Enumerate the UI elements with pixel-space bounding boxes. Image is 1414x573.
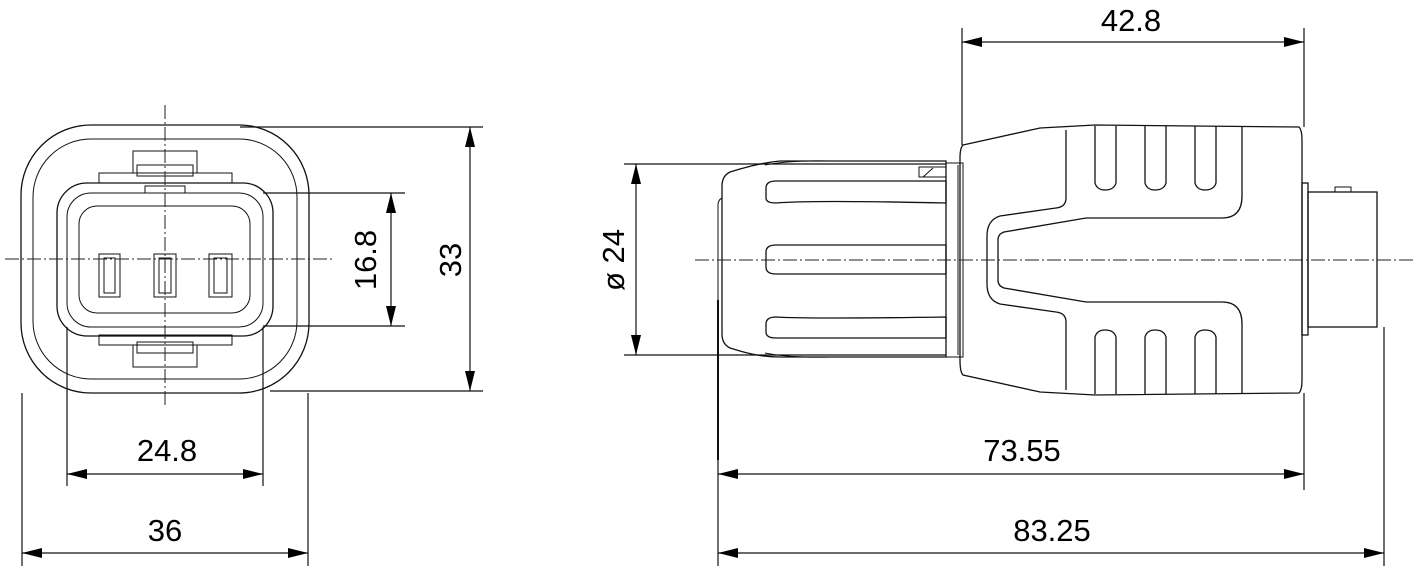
- dim-label-16-8: 16.8: [348, 230, 383, 290]
- rib-top-1: [1094, 126, 1117, 191]
- side-view: 42.8 ø 24 73.55 83.25: [596, 3, 1414, 566]
- rib-bottom-3: [1194, 329, 1217, 394]
- dim-label-33: 33: [433, 243, 468, 277]
- pin-left: [98, 253, 121, 298]
- grip-slot-bottom: [765, 316, 947, 339]
- grip-slot-top: [765, 180, 947, 204]
- dim-label-83-25: 83.25: [1013, 513, 1091, 548]
- front-view: 16.8 33 24.8 36: [5, 105, 483, 566]
- dim-label-42-8: 42.8: [1101, 3, 1161, 38]
- dim-label-diameter-24: ø 24: [596, 229, 631, 291]
- pin-right: [208, 253, 233, 298]
- dim-label-73-55: 73.55: [983, 433, 1061, 468]
- grip-slot-middle: [765, 244, 947, 275]
- dim-label-36: 36: [148, 513, 182, 548]
- rib-top-2: [1144, 126, 1167, 191]
- rear-cable-outlet: [1301, 182, 1378, 336]
- rib-top-3: [1194, 126, 1217, 191]
- rib-bottom-1: [1094, 329, 1117, 394]
- dim-label-24-8: 24.8: [137, 433, 197, 468]
- rib-bottom-2: [1144, 329, 1167, 394]
- contact-pins: [98, 253, 233, 298]
- coupling-nut: [717, 160, 964, 358]
